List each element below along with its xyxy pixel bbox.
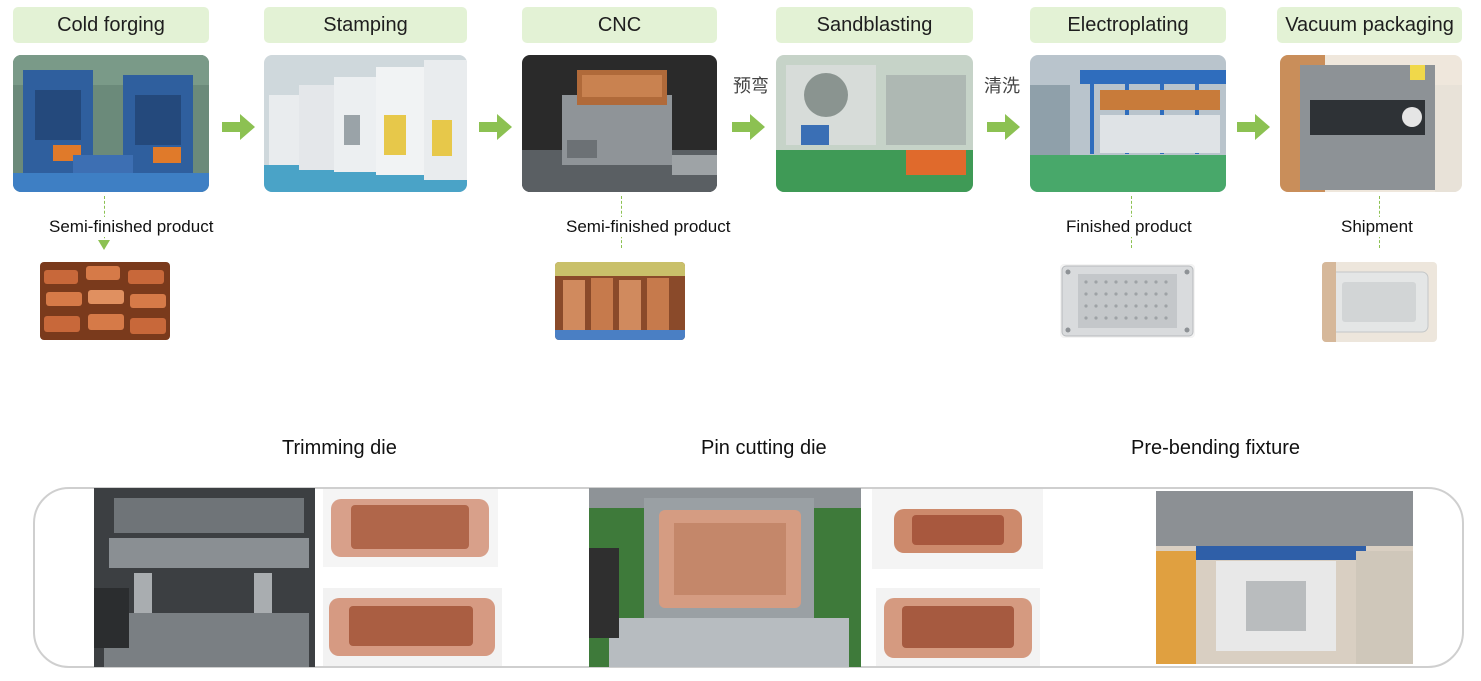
semi-finished-thumb-1 xyxy=(40,262,170,340)
trimming-die-photo xyxy=(94,488,315,667)
output-arrowhead-1 xyxy=(98,240,110,250)
shipment-thumb xyxy=(1322,262,1437,342)
cold-forging-photo xyxy=(13,55,209,192)
stage-label-cnc: CNC xyxy=(522,7,717,43)
flow-arrow-5 xyxy=(1237,114,1270,140)
pin-cutting-part-photo-2 xyxy=(876,588,1040,666)
flow-arrow-2 xyxy=(479,114,512,140)
pre-bending-fixture-photo xyxy=(1156,491,1413,664)
pre-bending-fixture-title: Pre-bending fixture xyxy=(1131,437,1300,459)
pin-cutting-part-photo-1 xyxy=(872,489,1043,569)
stage-label-vacuum-packaging: Vacuum packaging xyxy=(1277,7,1462,43)
output-label-semi-finished-2: Semi-finished product xyxy=(564,217,733,237)
stage-label-sandblasting: Sandblasting xyxy=(776,7,973,43)
output-label-shipment: Shipment xyxy=(1339,217,1415,237)
stamping-photo xyxy=(264,55,467,192)
flow-arrow-4 xyxy=(987,114,1020,140)
trimming-die-title: Trimming die xyxy=(282,437,397,459)
stage-label-stamping: Stamping xyxy=(264,7,467,43)
vacuum-packaging-photo xyxy=(1280,55,1462,192)
semi-finished-thumb-2 xyxy=(555,262,685,340)
connector-text-clean: 清洗 xyxy=(984,76,1020,97)
electroplating-photo xyxy=(1030,55,1226,192)
flow-arrow-1 xyxy=(222,114,255,140)
stage-label-electroplating: Electroplating xyxy=(1030,7,1226,43)
finished-product-thumb xyxy=(1060,264,1195,338)
sandblasting-photo xyxy=(776,55,973,192)
cnc-photo xyxy=(522,55,717,192)
flow-arrow-3 xyxy=(732,114,765,140)
pin-cutting-die-photo xyxy=(589,488,861,667)
trimming-part-photo-1 xyxy=(323,489,498,567)
trimming-part-photo-2 xyxy=(323,588,502,666)
stage-label-cold-forging: Cold forging xyxy=(13,7,209,43)
output-label-semi-finished-1: Semi-finished product xyxy=(47,217,216,237)
pin-cutting-die-title: Pin cutting die xyxy=(701,437,827,459)
output-label-finished: Finished product xyxy=(1064,217,1194,237)
connector-text-prebend: 预弯 xyxy=(733,76,769,97)
